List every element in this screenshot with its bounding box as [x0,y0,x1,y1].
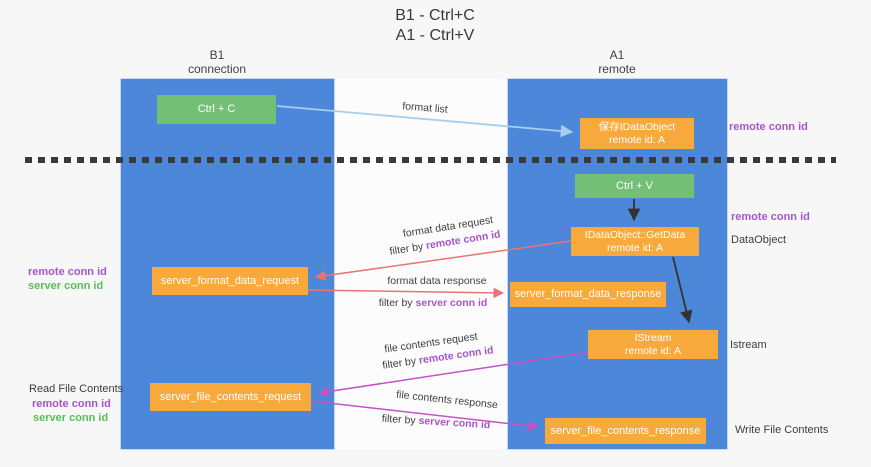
lane-b1-name: B1 [209,48,225,62]
server-file-contents-response-box: server_file_contents_response [545,418,706,444]
istream-box: IStream remote id: A [588,330,718,359]
annotation-write-file-contents: Write File Contents [735,424,829,436]
ctrl-v-box: Ctrl + V [575,174,694,198]
annotation-left-server-conn-id-1: server conn id [28,280,104,292]
lane-header-b1: B1 connection [157,48,277,76]
annotation-remote-conn-id-top: remote conn id [729,121,808,133]
lane-a1-subtitle: remote [598,62,636,76]
save-idataobject-line2: remote id: A [608,133,666,146]
istream-line1: IStream [634,331,672,344]
annotation-left-server-conn-id-2: server conn id [33,412,109,424]
diagram-title-line1: B1 - Ctrl+C [395,7,475,24]
ctrl-c-label: Ctrl + C [197,103,236,115]
filter-key-server-conn-id: server conn id [415,297,488,309]
istream-line2: remote id: A [624,344,682,357]
save-idataobject-line1: 保存IDataObject [598,120,676,133]
getdata-line1: IDataObject::GetData [584,228,686,241]
lane-a1-name: A1 [609,48,625,62]
idataobject-getdata-box: IDataObject::GetData remote id: A [571,227,699,256]
server-format-data-response-box: server_format_data_response [510,282,666,307]
ctrl-c-box: Ctrl + C [157,95,276,124]
annotation-left-remote-conn-id-1: remote conn id [28,266,107,278]
annotation-remote-conn-id-mid: remote conn id [731,211,810,223]
annotation-istream: Istream [730,339,767,351]
server-file-contents-request-label: server_file_contents_request [159,390,302,403]
server-file-contents-response-label: server_file_contents_response [550,424,701,437]
annotation-left-remote-conn-id-2: remote conn id [32,398,111,410]
ctrl-v-label: Ctrl + V [616,179,653,192]
diagram-title: B1 - Ctrl+C A1 - Ctrl+V [335,6,535,46]
session-divider-dashed-line [25,157,836,163]
diagram-title-line2: A1 - Ctrl+V [395,27,475,44]
save-idataobject-box: 保存IDataObject remote id: A [580,118,694,149]
server-format-data-request-label: server_format_data_request [160,274,300,287]
server-format-data-response-label: server_format_data_response [514,288,662,300]
annotation-dataobject: DataObject [731,234,787,246]
getdata-line2: remote id: A [606,241,664,254]
server-format-data-request-box: server_format_data_request [152,267,308,295]
lane-b1-subtitle: connection [187,62,247,76]
filter-prefix: filter by [381,412,416,427]
server-file-contents-request-box: server_file_contents_request [150,383,311,411]
format-data-response-label: format data response [387,275,487,287]
annotation-read-file-contents: Read File Contents [29,383,124,395]
filter-prefix: filter by [378,297,413,309]
lane-header-a1: A1 remote [557,48,677,76]
